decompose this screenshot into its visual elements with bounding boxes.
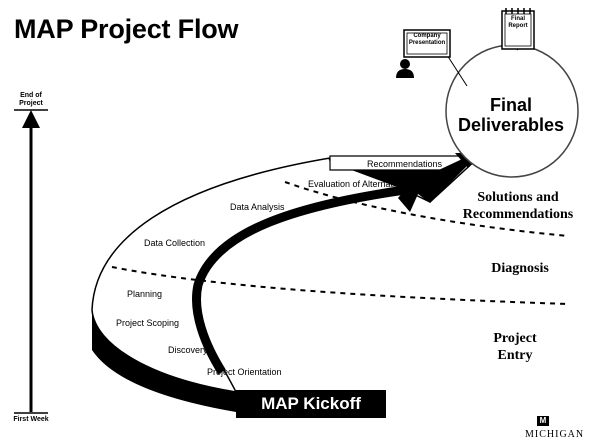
timeline-end-label: End of Project bbox=[19, 92, 43, 107]
presentation-icon bbox=[396, 29, 451, 78]
step-discovery: Discovery bbox=[168, 345, 208, 355]
kickoff-label: MAP Kickoff bbox=[261, 394, 361, 413]
step-data-analysis: Data Analysis bbox=[230, 202, 285, 212]
timeline-start-label: First Week bbox=[13, 416, 49, 423]
arrow-to-deliverables bbox=[328, 153, 482, 212]
university-logo-mark: M bbox=[537, 416, 549, 426]
step-planning: Planning bbox=[127, 289, 163, 299]
phase-project-entry: Project Entry bbox=[493, 331, 537, 363]
report-label: Final Report bbox=[508, 16, 528, 29]
final-deliverables-label: Final Deliverables bbox=[457, 95, 565, 135]
step-project-scoping: Project Scoping bbox=[116, 318, 180, 328]
step-evaluation-of-alternatives: Evaluation of Alternatives bbox=[308, 179, 410, 189]
divider-lower bbox=[111, 266, 569, 305]
kickoff-bar bbox=[236, 390, 386, 418]
phase-diagnosis: Diagnosis bbox=[491, 261, 549, 276]
university-logo-text: MICHIGAN bbox=[525, 429, 585, 440]
step-project-orientation: Project Orientation bbox=[207, 367, 282, 377]
report-icon bbox=[501, 8, 535, 50]
spiral-inner-edge bbox=[192, 185, 406, 375]
page-title: MAP Project Flow bbox=[14, 14, 239, 44]
step-recommendations: Recommendations bbox=[367, 159, 443, 169]
phase-solutions: Solutions and Recommendations bbox=[462, 190, 574, 222]
timeline-arrow bbox=[14, 109, 48, 414]
spiral-band-shadow bbox=[92, 310, 236, 412]
divider-upper bbox=[284, 181, 569, 237]
presentation-label: Company Presentation bbox=[408, 33, 446, 46]
step-data-collection: Data Collection bbox=[144, 238, 206, 248]
